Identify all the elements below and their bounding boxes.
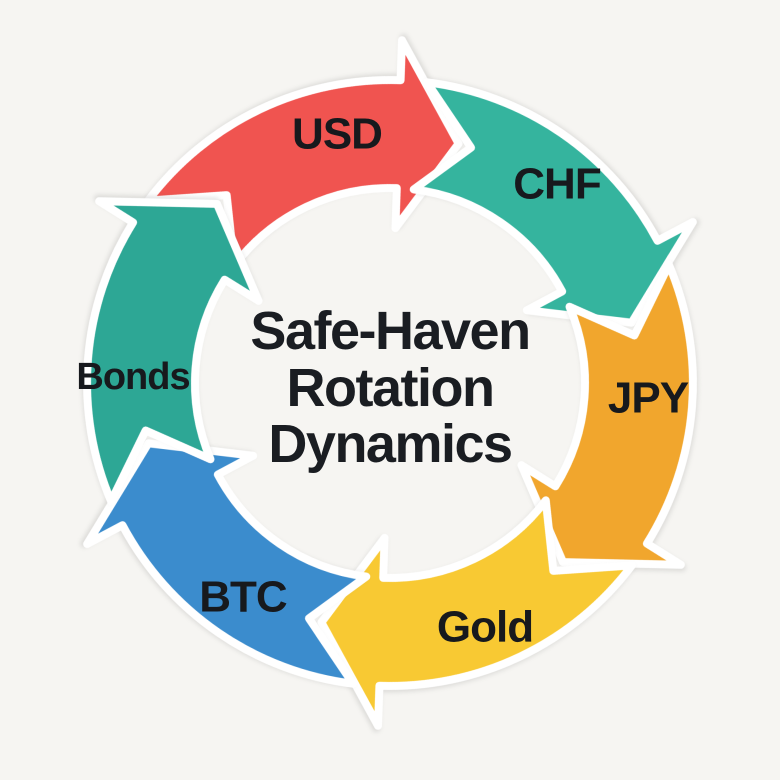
btc-arrow xyxy=(83,439,371,688)
center-title-line-3: Dynamics xyxy=(268,414,513,475)
gold-label: Gold xyxy=(437,603,533,652)
bonds-arrow xyxy=(83,197,263,506)
jpy-arrow xyxy=(517,260,697,569)
gold-arrow xyxy=(317,496,636,730)
usd-arrow xyxy=(144,36,463,270)
chf-arrow xyxy=(409,78,697,327)
center-title: Safe-Haven Rotation Dynamics xyxy=(190,303,590,473)
cycle-labels: USD CHF JPY Gold BTC Bonds xyxy=(76,110,689,652)
usd-label: USD xyxy=(292,110,382,159)
chf-label: CHF xyxy=(513,160,601,209)
center-title-line-2: Rotation xyxy=(286,357,495,418)
btc-label: BTC xyxy=(199,573,287,622)
jpy-label: JPY xyxy=(608,374,689,423)
bonds-label: Bonds xyxy=(76,356,189,398)
center-title-line-1: Safe-Haven xyxy=(250,300,531,361)
